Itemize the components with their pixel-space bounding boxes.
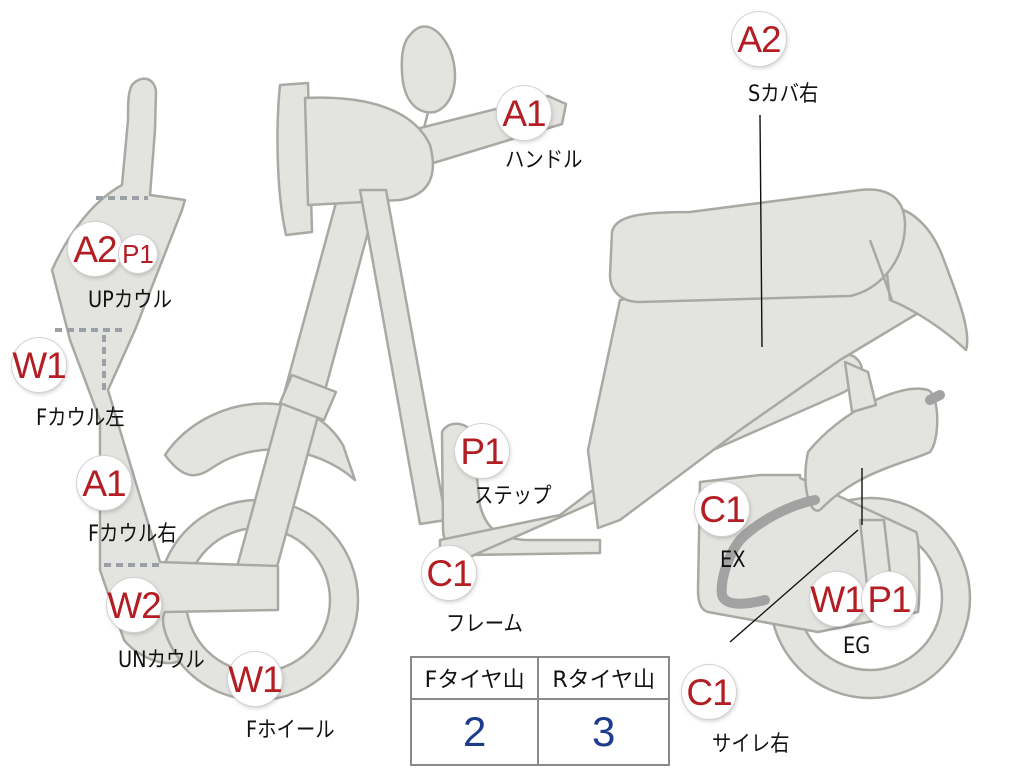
- grade-badge-eg-sub: P1: [862, 572, 916, 626]
- part-label-un-cowl: UNカウル: [118, 648, 205, 673]
- part-label-step: ステップ: [474, 484, 552, 509]
- exhaust-pipe: [716, 495, 820, 609]
- grade-badge-f-cowl-left: W1: [12, 338, 67, 392]
- fork-clamp: [278, 373, 338, 422]
- handle-cover: [303, 96, 435, 207]
- seat-seam: [868, 239, 894, 301]
- rear-shock: [804, 387, 939, 512]
- grade-badge-silencer-right: C1: [682, 665, 736, 719]
- tire-table-value-row: 2 3: [409, 698, 670, 766]
- seat: [608, 188, 907, 304]
- grade-badge-up-cowl: A2: [68, 222, 122, 276]
- tire-table-header-row: Fタイヤ山 Rタイヤ山: [409, 656, 670, 700]
- headlight: [276, 81, 314, 237]
- front-tire-header: Fタイヤ山: [409, 656, 540, 700]
- part-label-s-cover-right: Sカバ右: [748, 82, 819, 107]
- grade-badge-step: P1: [455, 424, 509, 478]
- grade-badge-f-cowl-right: A1: [77, 456, 131, 510]
- grade-badge-handle: A1: [497, 86, 551, 140]
- rear-tire-value: 3: [537, 698, 670, 766]
- part-label-up-cowl: UPカウル: [88, 288, 172, 313]
- grade-badge-eg: W1: [810, 572, 865, 626]
- part-label-silencer-right: サイレ右: [712, 732, 790, 757]
- rear-tire-header: Rタイヤ山: [537, 656, 670, 700]
- mirror: [400, 25, 457, 114]
- grade-badge-frame: C1: [422, 546, 476, 600]
- engine-mount: [843, 360, 878, 414]
- leader-silencer: [729, 529, 859, 643]
- part-label-f-cowl-right: Fカウル右: [88, 522, 177, 547]
- front-cowl: [50, 77, 280, 665]
- part-label-handle: ハンドル: [505, 148, 583, 173]
- part-label-frame: フレーム: [446, 612, 523, 637]
- grade-badge-up-cowl-sub: P1: [119, 235, 157, 273]
- part-label-f-cowl-left: Fカウル左: [36, 406, 125, 431]
- part-label-ex: EX: [720, 548, 746, 573]
- frame-tube: [358, 188, 448, 526]
- mirror-stem: [422, 111, 430, 129]
- leader-s-cover: [759, 114, 763, 348]
- grade-badge-ex: C1: [695, 482, 749, 536]
- front-tire-value: 2: [409, 698, 540, 766]
- shock-rod: [925, 390, 945, 405]
- grade-badge-f-wheel: W1: [228, 652, 283, 706]
- part-label-eg: EG: [843, 634, 871, 659]
- part-label-f-wheel: Fホイール: [246, 718, 335, 743]
- tire-tread-table: Fタイヤ山 Rタイヤ山 2 3: [409, 656, 670, 766]
- grade-badge-un-cowl: W2: [107, 578, 162, 632]
- grade-badge-s-cover-right: A2: [732, 12, 786, 66]
